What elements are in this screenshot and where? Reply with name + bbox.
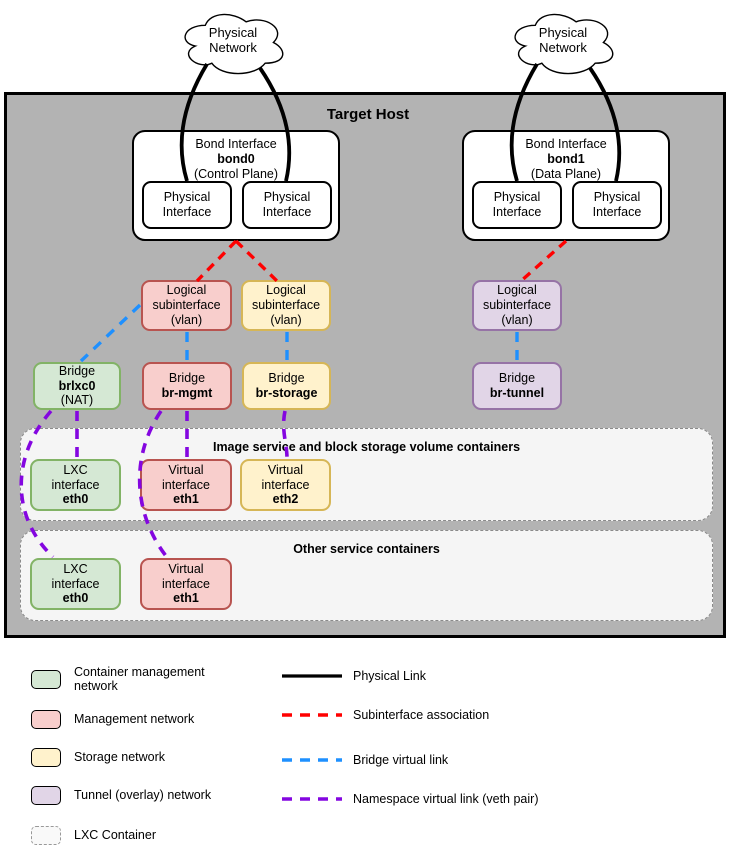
container1-lxc-interface-eth0: LXC interface eth0 bbox=[30, 459, 121, 511]
bond0-physical-interface-left: Physical Interface bbox=[142, 181, 232, 229]
bridge-br-storage-name: br-storage bbox=[255, 386, 318, 400]
legend-lxc-container: LXC Container bbox=[31, 826, 156, 845]
container2-eth0-label: LXC interface bbox=[51, 561, 100, 591]
bond0-title: Bond Interface bbox=[195, 137, 277, 151]
physical-network-cloud-label-left: Physical Network bbox=[208, 25, 258, 55]
container1-eth1-name: eth1 bbox=[173, 492, 199, 507]
container-image-storage-title: Image service and block storage volume c… bbox=[212, 440, 521, 454]
legend-tunnel-network-label: Tunnel (overlay) network bbox=[74, 788, 212, 803]
legend-management-network: Management network bbox=[31, 710, 194, 729]
physical-network-cloud-label-right: Physical Network bbox=[538, 25, 588, 55]
legend-container-management-network: Container management network bbox=[31, 665, 205, 694]
container1-eth2-label: Virtual interface bbox=[261, 462, 310, 492]
container2-eth1-label: Virtual interface bbox=[162, 561, 210, 591]
logical-subinterface-tunnel-label: Logical subinterface (vlan) bbox=[482, 283, 552, 327]
container1-virtual-interface-eth1: Virtual interface eth1 bbox=[140, 459, 232, 511]
bond0-plane: (Control Plane) bbox=[193, 166, 279, 181]
bridge-br-mgmt-title: Bridge bbox=[168, 371, 206, 386]
bond1-physical-interface-left-label: Physical Interface bbox=[492, 190, 542, 219]
bond1-title: Bond Interface bbox=[525, 137, 607, 151]
purple-swatch bbox=[31, 786, 61, 805]
container1-eth2-name: eth2 bbox=[272, 492, 299, 507]
legend-tunnel-network: Tunnel (overlay) network bbox=[31, 786, 211, 805]
logical-subinterface-tunnel: Logical subinterface (vlan) bbox=[472, 280, 562, 331]
legend-storage-network-label: Storage network bbox=[74, 750, 166, 765]
bridge-br-tunnel-name: br-tunnel bbox=[489, 386, 545, 400]
bridge-brlxc0: Bridge brlxc0 (NAT) bbox=[33, 362, 121, 410]
legend-physical-link-label: Physical Link bbox=[353, 669, 426, 683]
container2-eth1-name: eth1 bbox=[173, 591, 199, 606]
container1-eth0-label: LXC interface bbox=[51, 462, 100, 492]
container-other-services: Other service containers bbox=[20, 530, 713, 621]
logical-subinterface-storage-label: Logical subinterface (vlan) bbox=[251, 283, 321, 327]
container1-eth0-name: eth0 bbox=[62, 492, 89, 507]
bridge-brlxc0-sub: (NAT) bbox=[60, 393, 94, 408]
legend-storage-network: Storage network bbox=[31, 748, 165, 767]
container2-lxc-interface-eth0: LXC interface eth0 bbox=[30, 558, 121, 610]
bridge-br-tunnel: Bridge br-tunnel bbox=[472, 362, 562, 410]
target-host-label: Target Host bbox=[326, 106, 410, 123]
bond1-physical-interface-left: Physical Interface bbox=[472, 181, 562, 229]
bond1-plane: (Data Plane) bbox=[530, 166, 602, 181]
bond0-physical-interface-left-label: Physical Interface bbox=[162, 190, 212, 219]
container2-virtual-interface-eth1: Virtual interface eth1 bbox=[140, 558, 232, 610]
bond1-name: bond1 bbox=[547, 151, 585, 166]
bridge-brlxc0-title: Bridge bbox=[58, 363, 96, 378]
bridge-br-storage: Bridge br-storage bbox=[242, 362, 331, 410]
dashed-swatch bbox=[31, 826, 61, 845]
bond1-physical-interface-right-label: Physical Interface bbox=[592, 190, 642, 219]
bond0-physical-interface-right: Physical Interface bbox=[242, 181, 332, 229]
bridge-br-tunnel-title: Bridge bbox=[498, 371, 536, 386]
container1-eth1-label: Virtual interface bbox=[162, 462, 210, 492]
bond0-physical-interface-right-label: Physical Interface bbox=[262, 190, 312, 219]
green-swatch bbox=[31, 669, 61, 689]
legend-subinterface-association-label: Subinterface association bbox=[353, 708, 490, 722]
legend-bridge-virtual-link-label: Bridge virtual link bbox=[353, 753, 449, 767]
legend-container-management-network-label: Container management network bbox=[74, 665, 205, 694]
bridge-br-mgmt: Bridge br-mgmt bbox=[142, 362, 232, 410]
red-swatch bbox=[31, 710, 61, 729]
legend-lxc-container-label: LXC Container bbox=[74, 828, 156, 843]
container-other-services-title: Other service containers bbox=[293, 542, 440, 556]
container1-virtual-interface-eth2: Virtual interface eth2 bbox=[240, 459, 331, 511]
logical-subinterface-mgmt-label: Logical subinterface (vlan) bbox=[152, 283, 221, 327]
bond0-name: bond0 bbox=[217, 151, 255, 166]
legend-management-network-label: Management network bbox=[74, 712, 195, 727]
bond1-physical-interface-right: Physical Interface bbox=[572, 181, 662, 229]
logical-subinterface-mgmt: Logical subinterface (vlan) bbox=[141, 280, 232, 331]
logical-subinterface-storage: Logical subinterface (vlan) bbox=[241, 280, 331, 331]
container2-eth0-name: eth0 bbox=[62, 591, 89, 606]
container-image-storage: Image service and block storage volume c… bbox=[20, 428, 713, 521]
bridge-br-storage-title: Bridge bbox=[268, 371, 305, 386]
bridge-brlxc0-name: brlxc0 bbox=[58, 378, 96, 393]
legend-namespace-virtual-link-label: Namespace virtual link (veth pair) bbox=[353, 792, 539, 806]
yellow-swatch bbox=[31, 748, 61, 767]
bridge-br-mgmt-name: br-mgmt bbox=[161, 386, 213, 400]
